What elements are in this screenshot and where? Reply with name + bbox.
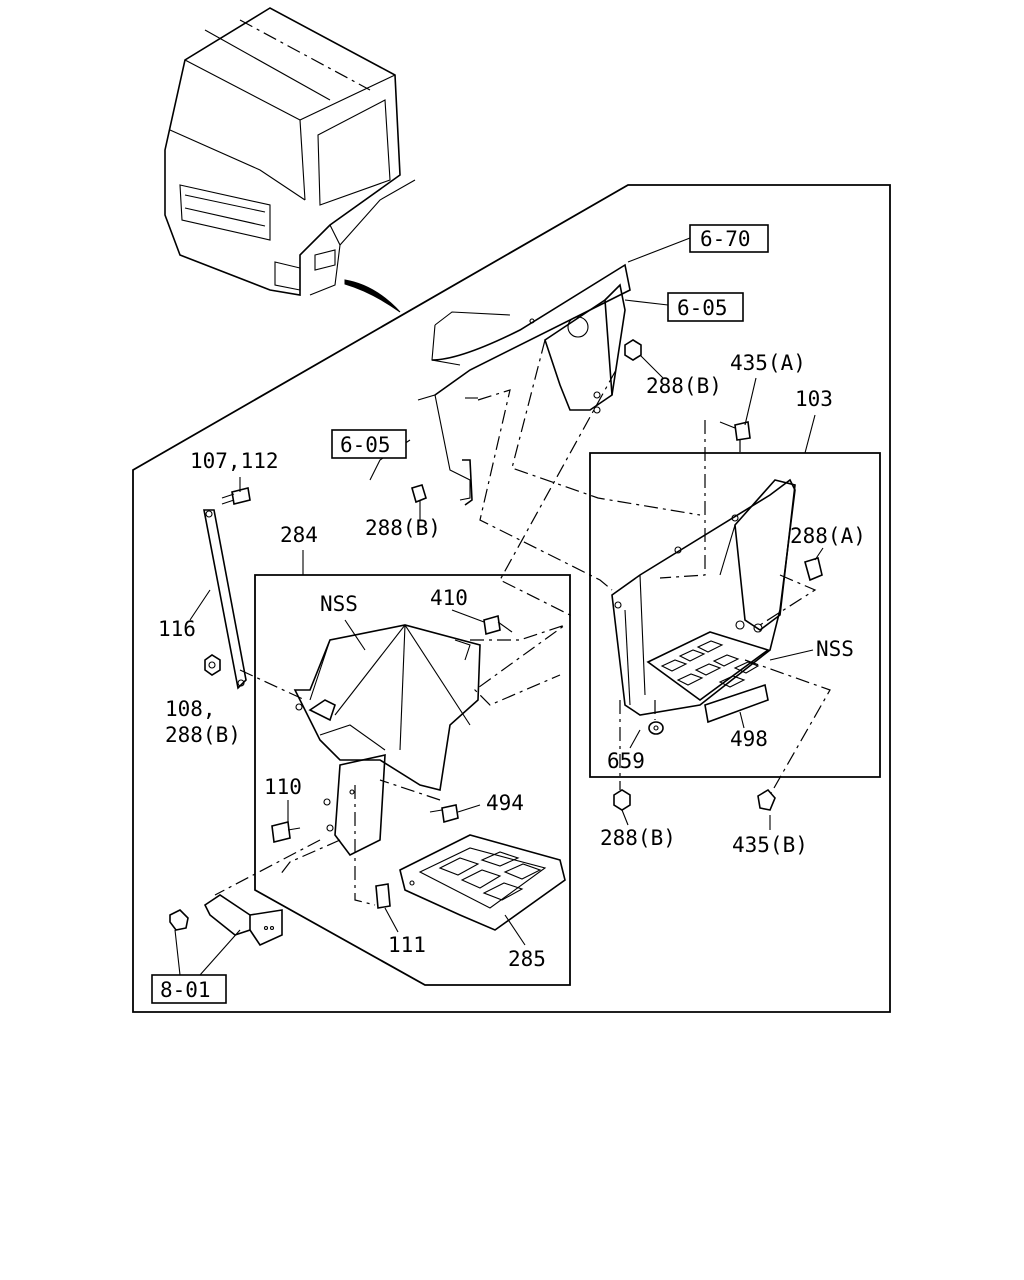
label-110: 110 — [264, 775, 302, 799]
label-288b-mid: 288(B) — [365, 516, 441, 540]
label-108: 108, — [165, 697, 216, 721]
clip-111-icon — [375, 883, 391, 909]
ref-box-6-70 — [689, 224, 769, 253]
bolt-494-icon — [429, 804, 459, 824]
label-494: 494 — [486, 791, 524, 815]
label-103: 103 — [795, 387, 833, 411]
frame-bracket — [417, 263, 631, 506]
label-659: 659 — [607, 749, 645, 773]
step-bracket-284 — [293, 624, 481, 857]
bolt-107-112-icon — [221, 487, 251, 505]
label-116: 116 — [158, 617, 196, 641]
nut-288b-mid-icon — [411, 484, 427, 504]
washer-659-icon — [648, 721, 664, 735]
ref-box-8-01 — [151, 974, 227, 1004]
truck-cab-overview — [164, 7, 416, 313]
ref-label-6-05-top[interactable]: 6-05 — [677, 296, 728, 320]
ref-label-8-01[interactable]: 8-01 — [160, 978, 211, 1002]
pad-498 — [704, 683, 769, 724]
label-288b-bottom: 288(B) — [600, 826, 676, 850]
label-288a: 288(A) — [790, 524, 866, 548]
label-410: 410 — [430, 586, 468, 610]
screw-410-icon — [483, 614, 513, 636]
clip-288a-icon — [804, 556, 823, 582]
label-nss-left: NSS — [320, 592, 358, 616]
label-498: 498 — [730, 727, 768, 751]
box-103-outline — [589, 452, 881, 778]
nut-288b-bottom-icon — [613, 789, 631, 811]
detail-boundary — [132, 184, 891, 1013]
label-285: 285 — [508, 947, 546, 971]
leader-lines — [174, 237, 824, 976]
ref-box-6-05-left — [331, 429, 407, 459]
nut-288b-top-icon — [624, 339, 642, 361]
label-111: 111 — [388, 933, 426, 957]
label-288b-top: 288(B) — [646, 374, 722, 398]
box-284-outline — [254, 574, 571, 986]
step-assembly-103 — [611, 478, 796, 716]
ref-box-6-05-top — [667, 292, 744, 322]
ref-label-6-70[interactable]: 6-70 — [700, 227, 751, 251]
label-435b: 435(B) — [732, 833, 808, 857]
label-284: 284 — [280, 523, 318, 547]
bolt-110-icon — [271, 821, 301, 843]
ref-label-6-05-left[interactable]: 6-05 — [340, 433, 391, 457]
bolt-435a-icon — [719, 421, 751, 441]
bolt-435b-icon — [757, 788, 776, 811]
strut-116 — [203, 509, 247, 690]
bracket-8-01 — [169, 894, 283, 947]
label-107-112: 107,112 — [190, 449, 279, 473]
nut-108-icon — [204, 654, 221, 676]
label-435a: 435(A) — [730, 351, 806, 375]
label-nss-right: NSS — [816, 637, 854, 661]
step-tread-285 — [399, 834, 566, 931]
center-lines — [214, 339, 831, 906]
label-288b-left: 288(B) — [165, 723, 241, 747]
